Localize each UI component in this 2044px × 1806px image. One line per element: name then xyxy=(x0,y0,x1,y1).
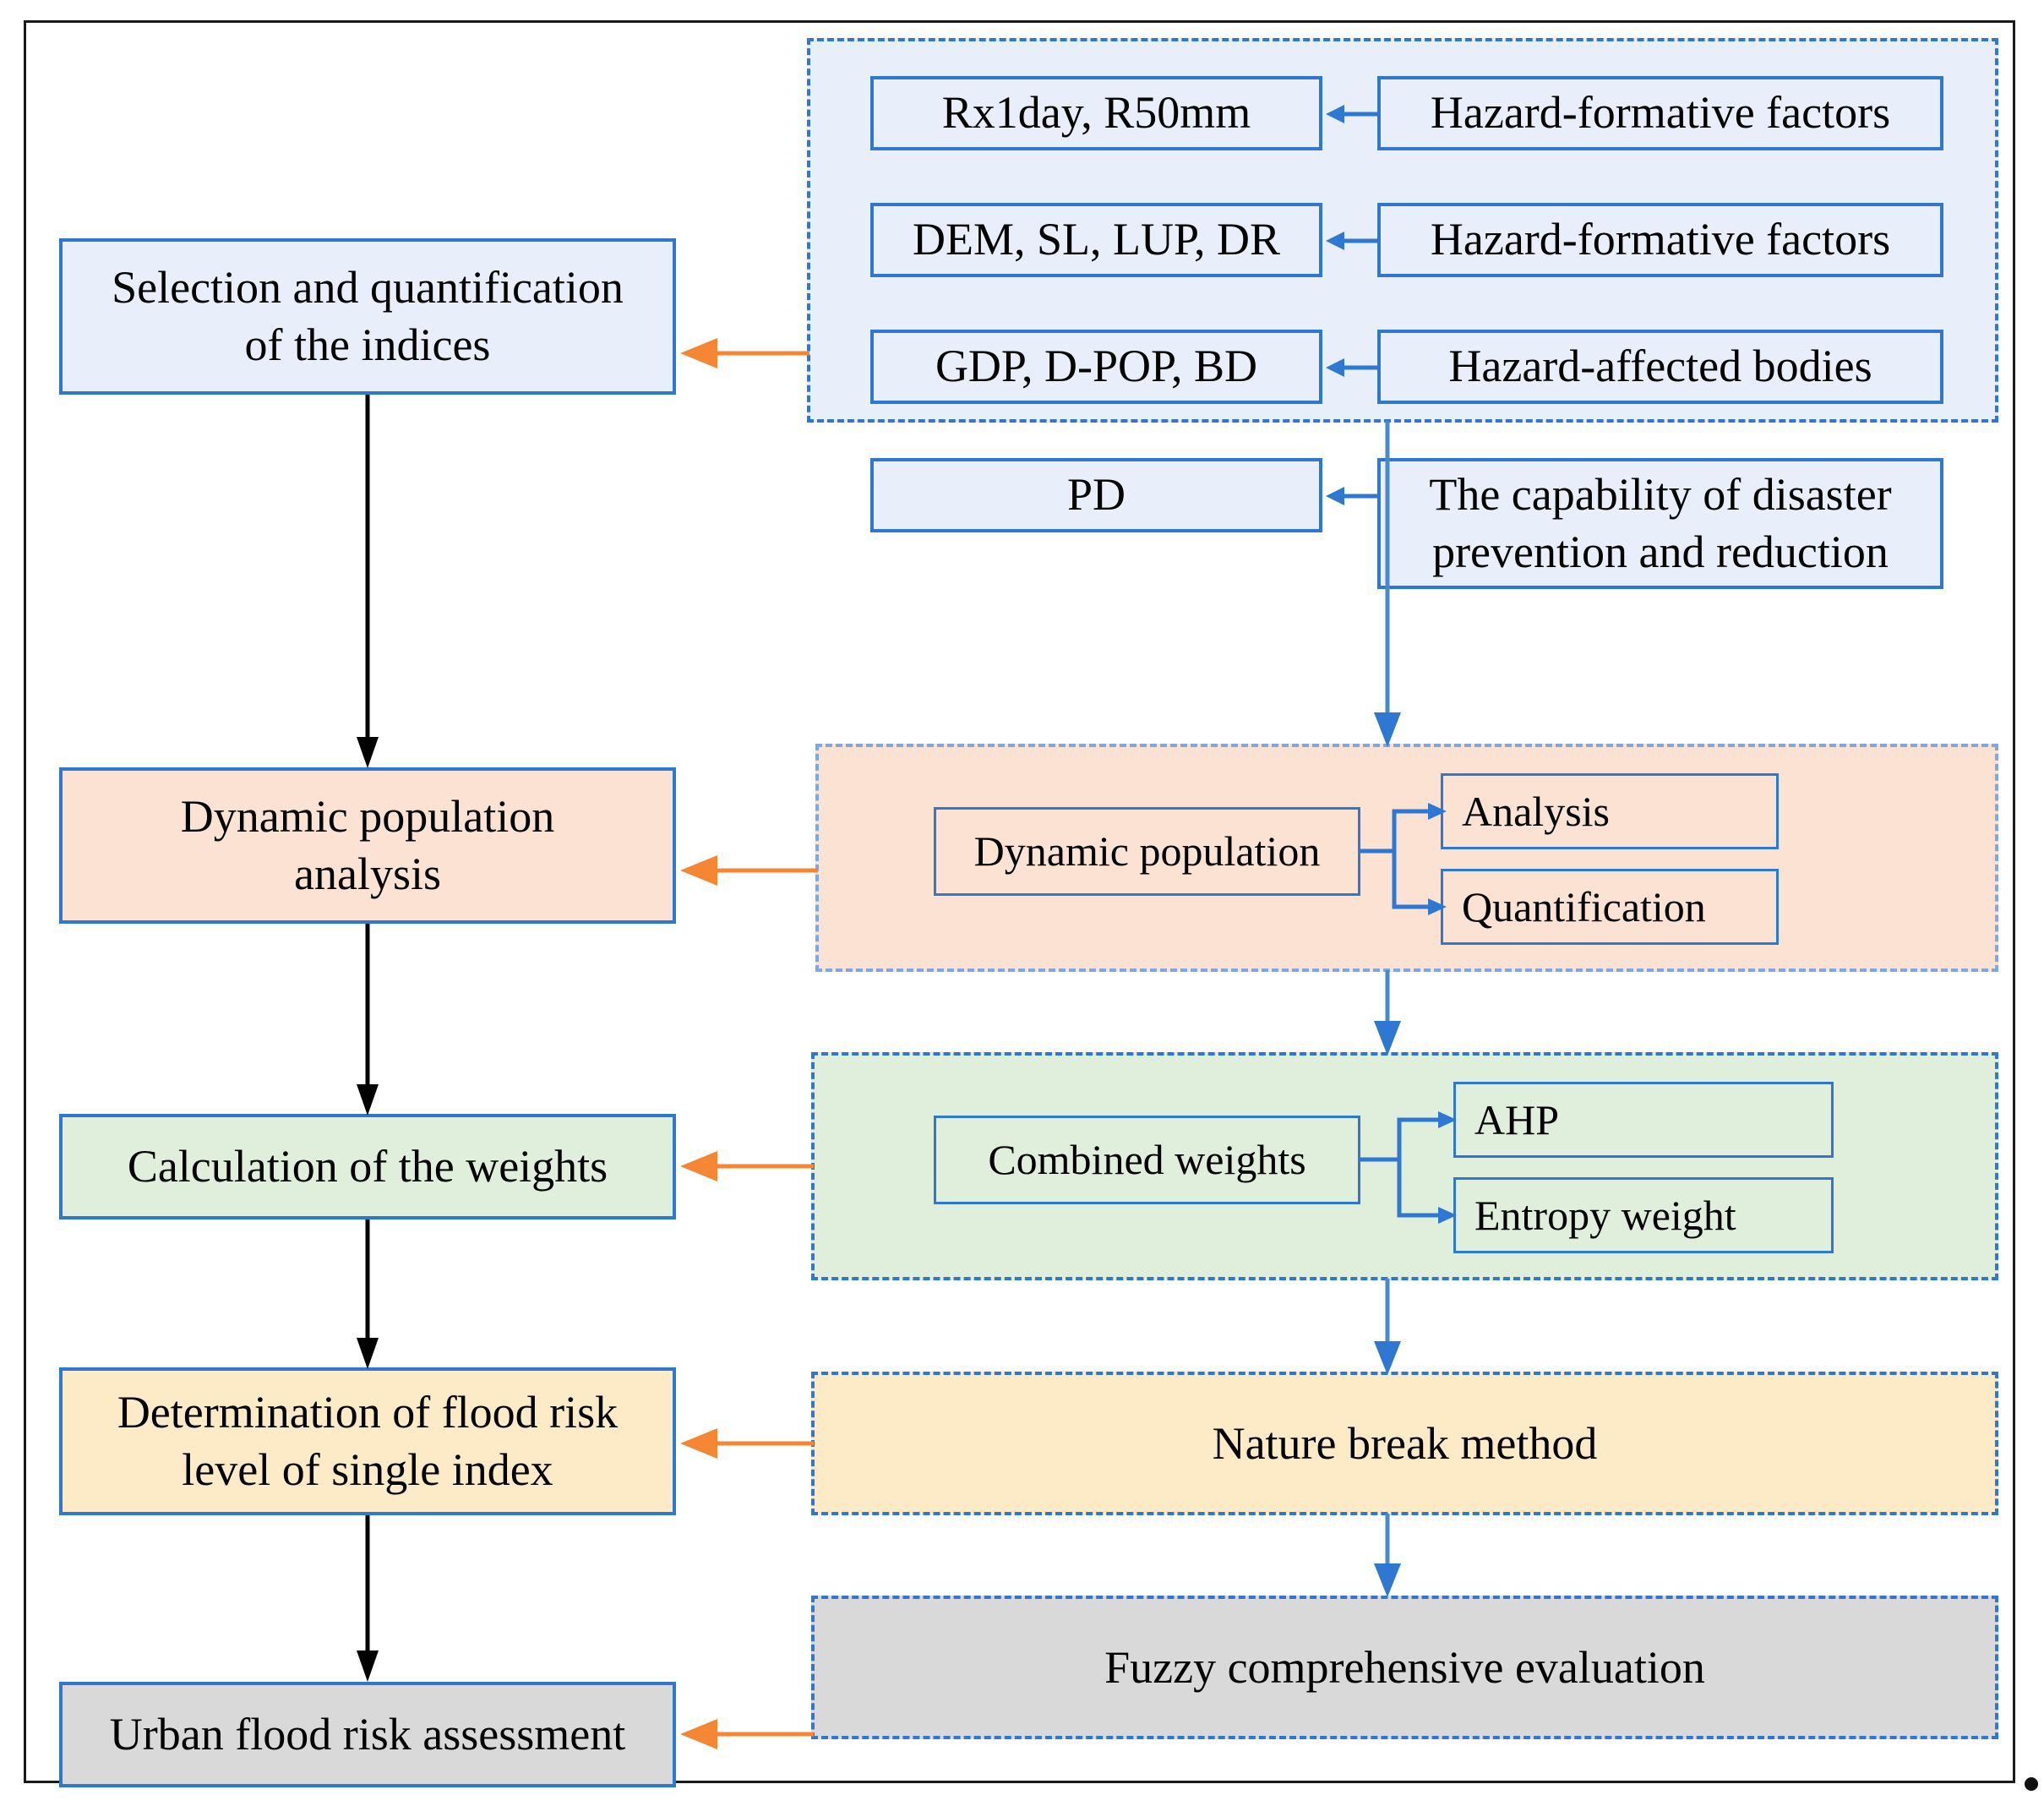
category-box-2-label: Hazard-formative factors xyxy=(1430,214,1891,265)
category-box-1-label: Hazard-formative factors xyxy=(1430,87,1891,139)
population-branch-analysis-label: Analysis xyxy=(1462,787,1610,835)
population-branch-analysis-box[interactable]: Analysis xyxy=(1441,773,1779,849)
arrow-weights-to-step3 xyxy=(680,1151,814,1181)
left-step-2-line1: Dynamic population xyxy=(180,791,555,842)
left-step-4-line2: level of single index xyxy=(182,1443,553,1495)
arrow-indices-to-step1 xyxy=(680,338,809,368)
index-box-2[interactable]: DEM, SL, LUP, DR xyxy=(870,203,1322,277)
group-nature-break[interactable]: Nature break method xyxy=(811,1372,1998,1515)
left-step-box-1[interactable]: Selection and quantification of the indi… xyxy=(59,238,676,395)
category-box-4[interactable]: The capability of disaster prevention an… xyxy=(1377,458,1943,589)
weights-branch-entropy-box[interactable]: Entropy weight xyxy=(1453,1177,1834,1253)
left-step-box-5[interactable]: Urban flood risk assessment xyxy=(59,1682,676,1787)
index-box-4-label: PD xyxy=(1066,469,1126,521)
arrow-weights-group-to-naturebreak-group xyxy=(1374,1279,1401,1375)
category-box-1[interactable]: Hazard-formative factors xyxy=(1377,76,1943,150)
arrow-category-3-to-index-3 xyxy=(1326,358,1380,377)
left-step-1-line1: Selection and quantification xyxy=(112,262,624,313)
arrow-step4-to-step5 xyxy=(357,1515,379,1682)
population-branch-quantification-label: Quantification xyxy=(1462,882,1706,930)
fuzzy-evaluation-label: Fuzzy comprehensive evaluation xyxy=(1104,1642,1705,1693)
arrow-category-4-to-index-4 xyxy=(1326,487,1380,505)
arrow-category-2-to-index-2 xyxy=(1326,232,1380,250)
left-step-box-2[interactable]: Dynamic population analysis xyxy=(59,767,676,924)
nature-break-label: Nature break method xyxy=(1212,1418,1598,1469)
left-step-4-line1: Determination of flood risk xyxy=(117,1387,619,1438)
left-step-3-line1: Calculation of the weights xyxy=(127,1140,608,1192)
left-step-5-line1: Urban flood risk assessment xyxy=(109,1708,626,1760)
dynamic-population-source-box[interactable]: Dynamic population xyxy=(934,807,1360,896)
left-step-box-3[interactable]: Calculation of the weights xyxy=(59,1114,676,1219)
branch-connector-population xyxy=(1359,803,1447,915)
arrow-step2-to-step3 xyxy=(357,924,379,1116)
index-box-1-label: Rx1day, R50mm xyxy=(941,87,1251,139)
arrow-step3-to-step4 xyxy=(357,1219,379,1369)
index-box-4[interactable]: PD xyxy=(870,458,1322,532)
index-box-3-label: GDP, D-POP, BD xyxy=(935,341,1258,392)
corner-dot-marker xyxy=(2025,1777,2038,1791)
arrow-population-group-to-weights-group xyxy=(1374,970,1401,1056)
arrow-category-1-to-index-1 xyxy=(1326,105,1380,123)
weights-branch-entropy-label: Entropy weight xyxy=(1474,1191,1736,1239)
arrow-indices-group-to-population-group xyxy=(1374,421,1401,747)
arrow-naturebreak-group-to-fuzzy-group xyxy=(1374,1514,1401,1597)
population-branch-quantification-box[interactable]: Quantification xyxy=(1441,869,1779,945)
arrow-naturebreak-to-step4 xyxy=(680,1428,814,1459)
figure-outer-frame xyxy=(24,20,2015,1783)
combined-weights-source-box[interactable]: Combined weights xyxy=(934,1116,1360,1204)
index-box-3[interactable]: GDP, D-POP, BD xyxy=(870,330,1322,404)
dynamic-population-source-label: Dynamic population xyxy=(973,827,1321,876)
category-box-4-label-line1: The capability of disaster xyxy=(1429,469,1892,520)
arrow-fuzzy-to-step5 xyxy=(680,1719,814,1749)
branch-connector-weights xyxy=(1359,1111,1457,1224)
left-step-box-4[interactable]: Determination of flood risk level of sin… xyxy=(59,1367,676,1515)
left-step-1-line2: of the indices xyxy=(244,319,491,370)
group-fuzzy-evaluation[interactable]: Fuzzy comprehensive evaluation xyxy=(811,1596,1998,1739)
weights-branch-ahp-label: AHP xyxy=(1474,1095,1560,1143)
arrow-population-to-step2 xyxy=(680,855,818,886)
category-box-3[interactable]: Hazard-affected bodies xyxy=(1377,330,1943,404)
category-box-4-label-line2: prevention and reduction xyxy=(1432,526,1889,577)
arrow-step1-to-step2 xyxy=(357,395,379,768)
category-box-3-label: Hazard-affected bodies xyxy=(1448,341,1872,392)
combined-weights-source-label: Combined weights xyxy=(988,1136,1306,1184)
category-box-2[interactable]: Hazard-formative factors xyxy=(1377,203,1943,277)
weights-branch-ahp-box[interactable]: AHP xyxy=(1453,1082,1834,1158)
index-box-2-label: DEM, SL, LUP, DR xyxy=(912,214,1281,265)
index-box-1[interactable]: Rx1day, R50mm xyxy=(870,76,1322,150)
left-step-2-line2: analysis xyxy=(294,848,441,899)
